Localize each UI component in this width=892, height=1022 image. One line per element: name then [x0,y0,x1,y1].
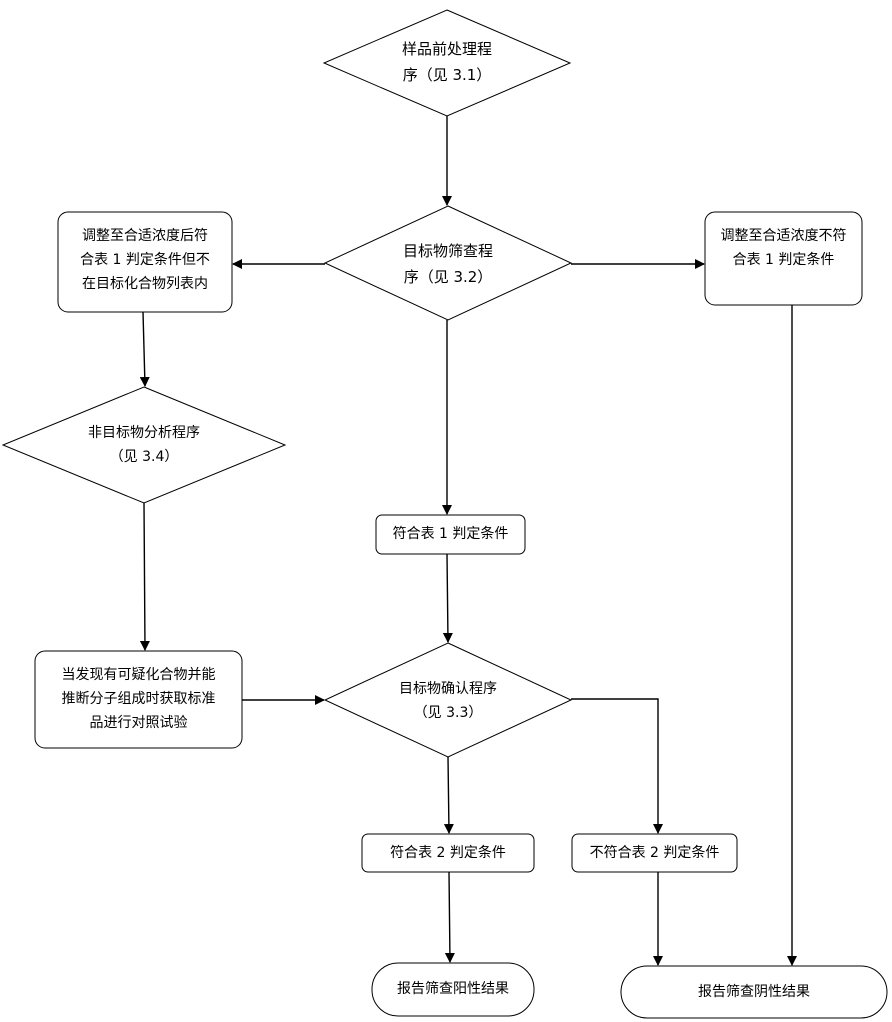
suspect-compound-label: 当发现有可疑化合物并能 推断分子组成时获取标准 品进行对照试验 [35,663,242,735]
suspect-line2: 推断分子组成时获取标准 [61,691,216,707]
right-condition-box [704,211,863,306]
negative-result-terminal [620,965,888,1019]
positive-result-terminal [371,962,535,1017]
arrow-meets-t1-to-confirm [442,553,453,643]
negative-result-text: 报告筛查阴性结果 [698,984,810,1000]
nontarget-line1: 非目标物分析程序 [88,425,200,441]
positive-result-label: 报告筛查阳性结果 [372,977,534,1001]
right-condition-line1: 调整至合适浓度不符 [720,228,847,244]
arrow-left-to-nontarget [139,311,150,387]
pretreat-line2: 序（见 3.1） [402,66,492,84]
pretreat-label: 样品前处理程 序（见 3.1） [347,36,547,88]
suspect-line3: 品进行对照试验 [89,715,188,731]
pretreat-line1: 样品前处理程 [401,40,492,58]
arrow-confirm-to-not-meets-t2 [571,698,663,834]
screen-label: 目标物筛查程 序（见 3.2） [348,238,548,290]
right-condition-label: 调整至合适浓度不符 合表 1 判定条件 [705,224,862,272]
not-meets-table2-label: 不符合表 2 判定条件 [572,841,737,865]
not-meets-table2-box [571,833,738,873]
positive-result-text: 报告筛查阳性结果 [397,981,509,997]
meets-table1-text: 符合表 1 判定条件 [392,526,509,542]
screen-line2: 序（见 3.2） [403,268,493,286]
left-condition-label: 调整至合适浓度后符 合表 1 判定条件但不 在目标化合物列表内 [58,224,232,296]
arrow-confirm-to-meets-t2 [443,756,454,834]
confirm-label: 目标物确认程序 （见 3.3） [348,677,548,725]
left-condition-line2: 合表 1 判定条件但不 [80,252,210,268]
meets-table1-box [375,514,526,555]
suspect-line1: 当发现有可疑化合物并能 [61,667,216,683]
nontarget-line2: （见 3.4） [109,449,179,465]
arrow-meets-t2-to-positive [444,871,455,963]
right-condition-line2: 合表 1 判定条件 [732,252,835,268]
meets-table2-text: 符合表 2 判定条件 [390,845,506,861]
confirm-line2: （见 3.3） [413,705,483,721]
negative-result-label: 报告筛查阴性结果 [621,980,887,1004]
not-meets-table2-text: 不符合表 2 判定条件 [589,845,720,861]
meets-table2-label: 符合表 2 判定条件 [362,841,534,865]
arrow-nontarget-to-suspect [139,502,150,651]
meets-table1-label: 符合表 1 判定条件 [376,522,525,546]
screen-line1: 目标物筛查程 [402,242,493,260]
left-condition-line1: 调整至合适浓度后符 [82,228,208,244]
screen-diamond [323,205,573,321]
confirm-line1: 目标物确认程序 [399,681,497,697]
nontarget-label: 非目标物分析程序 （见 3.4） [44,421,244,469]
meets-table2-box [361,833,535,873]
left-condition-line3: 在目标化合物列表内 [82,276,208,292]
